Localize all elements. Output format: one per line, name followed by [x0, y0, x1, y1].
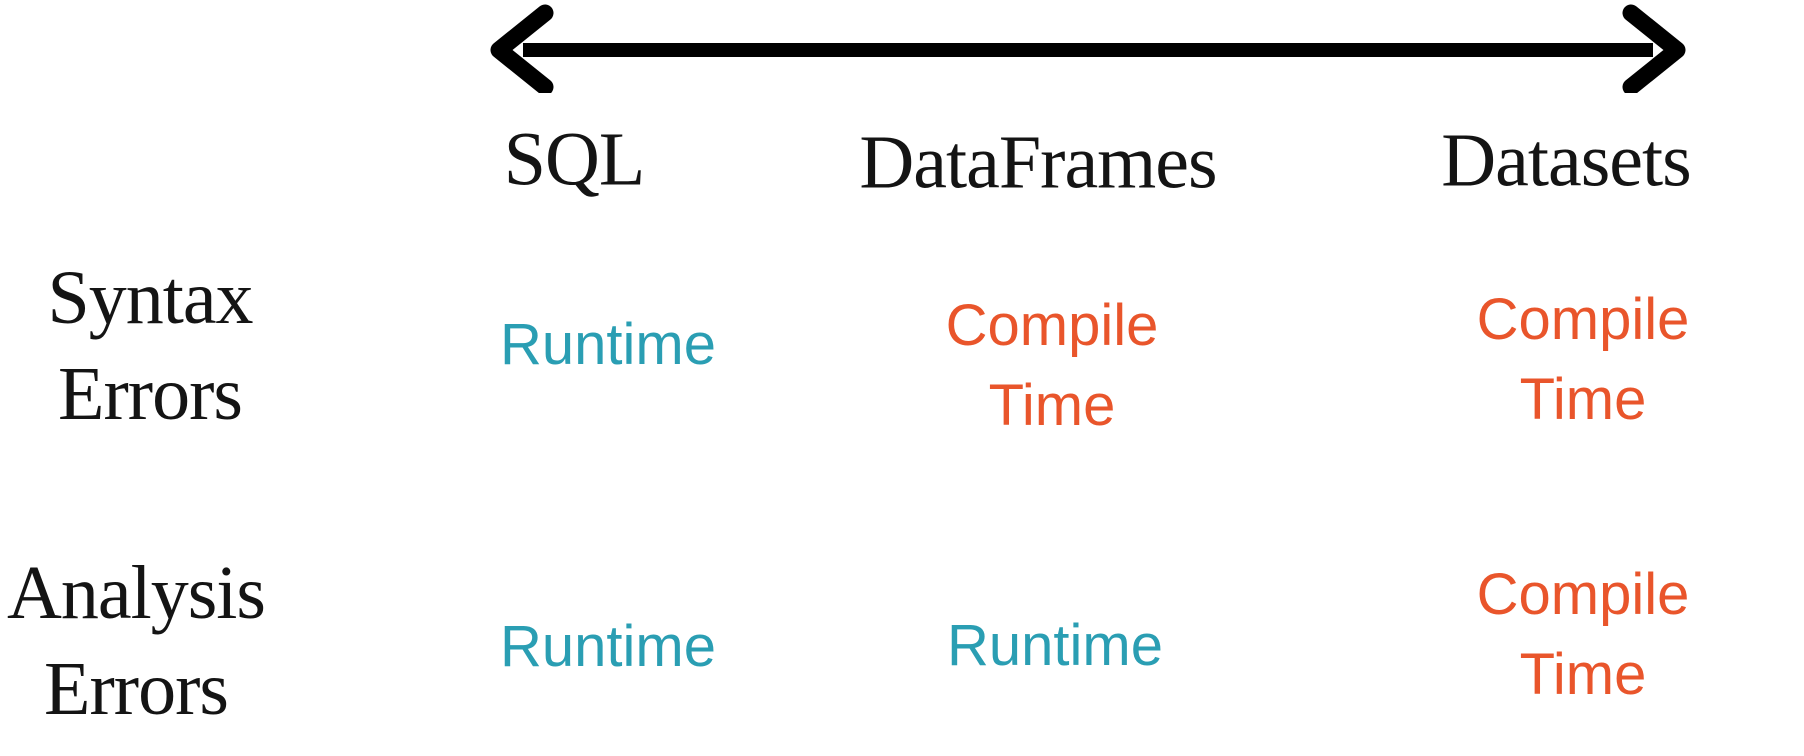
- row-label-line: Syntax: [47, 256, 253, 340]
- row-label-line: Errors: [44, 647, 229, 731]
- cell-line: Time: [1519, 642, 1647, 707]
- row-label-line: Errors: [58, 352, 243, 436]
- column-header-sql: SQL: [503, 117, 646, 202]
- cell-line: Time: [988, 373, 1116, 438]
- row-label-syntax-errors: Syntax Errors: [47, 250, 253, 442]
- cell-analysis-datasets: Compile Time: [1477, 555, 1690, 715]
- cell-syntax-sql: Runtime: [500, 305, 716, 385]
- cell-line: Runtime: [500, 312, 716, 377]
- cell-line: Runtime: [500, 614, 716, 679]
- cell-line: Compile: [1476, 562, 1690, 627]
- column-header-dataframes: DataFrames: [859, 120, 1217, 205]
- left-right-arrow-icon: [483, 3, 1693, 93]
- cell-line: Time: [1519, 367, 1647, 432]
- column-header-datasets: Datasets: [1441, 118, 1691, 203]
- cell-syntax-datasets: Compile Time: [1477, 280, 1690, 440]
- cell-line: Runtime: [947, 613, 1163, 678]
- cell-line: Compile: [945, 293, 1159, 358]
- cell-analysis-dataframes: Runtime: [947, 606, 1163, 686]
- cell-syntax-dataframes: Compile Time: [946, 286, 1159, 446]
- cell-analysis-sql: Runtime: [500, 607, 716, 687]
- row-label-line: Analysis: [7, 551, 266, 635]
- cell-line: Compile: [1476, 287, 1690, 352]
- row-label-analysis-errors: Analysis Errors: [7, 545, 266, 737]
